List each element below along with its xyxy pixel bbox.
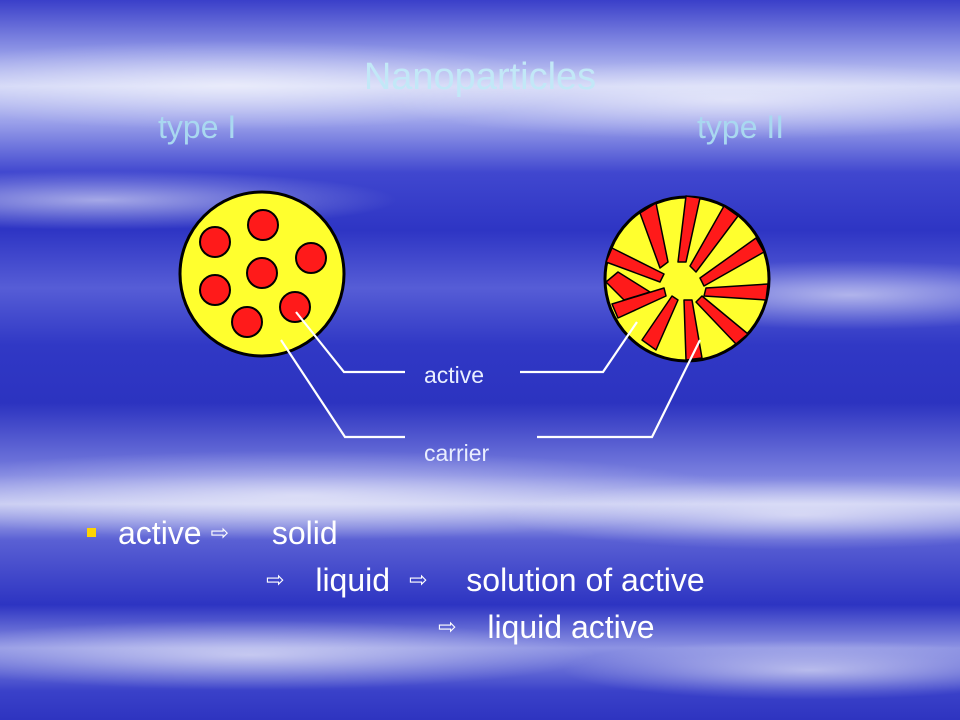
right-arrow-icon: ⇨ [266, 568, 285, 593]
active-label: active [424, 362, 485, 388]
right-arrow-icon: ⇨ [210, 521, 229, 546]
type-1-label: type I [158, 109, 237, 145]
active-droplet [246, 257, 278, 289]
active-leader-line-left [295, 311, 405, 374]
bullet-marker [87, 528, 96, 537]
cloud-streak [380, 60, 960, 140]
type-2-label: type II [697, 109, 785, 145]
carrier-leader-line-right [537, 339, 701, 439]
active-pore [703, 283, 769, 301]
right-arrow-icon: ⇨ [438, 615, 457, 640]
active-droplet [295, 242, 327, 274]
active-droplet [199, 226, 231, 258]
active-droplet [279, 291, 311, 323]
active-pore [639, 202, 669, 269]
active-droplet [247, 209, 279, 241]
cloud-streak [560, 640, 960, 700]
active-droplet [231, 306, 263, 338]
active-pore [611, 287, 667, 319]
active-pore [695, 295, 749, 345]
type-2-particle [603, 195, 771, 363]
carrier-leader-line-left [280, 339, 405, 439]
bullet-line-2: ⇨ liquid ⇨ solution of active [266, 562, 705, 599]
cloud-streak [0, 620, 600, 690]
right-arrow-icon: ⇨ [408, 568, 428, 593]
bullet-line-3: ⇨ liquid active [438, 609, 655, 646]
active-pore [605, 247, 665, 283]
active-droplet [199, 274, 231, 306]
bullet-3-result: liquid active [487, 609, 655, 645]
active-pore [605, 271, 651, 301]
slide-title: Nanoparticles [363, 56, 597, 98]
bullet-line-1: active ⇨ solid [118, 515, 338, 552]
bullet-1-term: active [118, 515, 202, 551]
active-leader-line-right [520, 321, 638, 374]
carrier-label: carrier [424, 440, 490, 466]
cloud-streak [500, 480, 960, 550]
active-pore [699, 237, 765, 287]
active-pore [677, 195, 701, 263]
type-1-particle [178, 190, 346, 358]
bullet-1-value: solid [271, 515, 338, 551]
bullet-2-value: liquid [315, 562, 391, 598]
active-pore [641, 295, 679, 351]
bullet-2-result: solution of active [466, 562, 705, 598]
active-pore [689, 205, 739, 273]
